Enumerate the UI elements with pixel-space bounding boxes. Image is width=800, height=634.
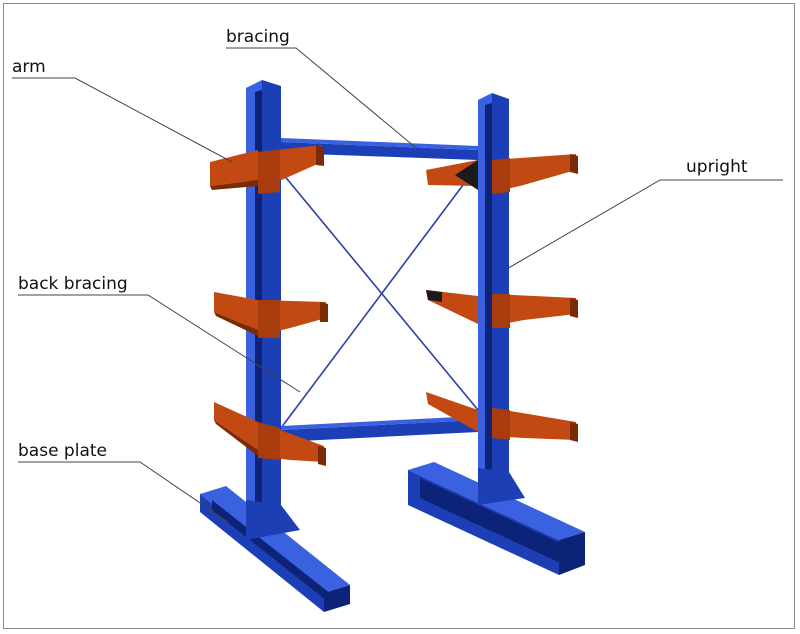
base-plate-leader (18, 461, 229, 523)
right-front-arm-top (492, 154, 578, 194)
left-front-arm-top (258, 145, 324, 194)
right-back-arm-bottom (426, 392, 478, 432)
back-bracing-label: back bracing (18, 274, 128, 294)
right-back-arm-top (426, 160, 478, 190)
bracing-leader (226, 47, 416, 148)
right-back-arm-middle (426, 290, 478, 324)
diagram-frame (3, 3, 795, 629)
bracing-label: bracing (226, 27, 290, 47)
bottom-bracing-beam (281, 416, 478, 442)
left-front-arm-bottom (258, 422, 326, 466)
arm-label: arm (12, 57, 46, 77)
back-bracing-leader (18, 294, 301, 393)
left-back-arm-bottom (214, 402, 258, 456)
arm-leader (12, 77, 233, 163)
top-bracing-beam (281, 138, 478, 160)
left-base-plate (200, 486, 350, 612)
upright-leader (504, 179, 783, 271)
upright-label: upright (686, 157, 748, 177)
left-back-arm-top (210, 150, 258, 190)
back-bracing (277, 164, 479, 433)
right-front-arm-bottom (492, 408, 578, 442)
base-plate-label: base plate (18, 441, 107, 461)
left-back-arm-middle (214, 292, 258, 336)
leader-lines (12, 47, 783, 523)
left-front-arm-middle (258, 300, 328, 338)
right-front-arm-middle (492, 294, 578, 328)
